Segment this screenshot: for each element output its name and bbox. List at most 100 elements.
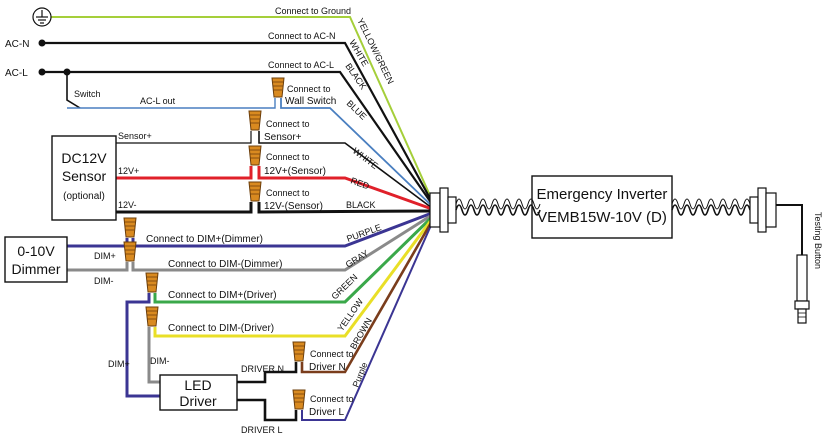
connect-sensor-line1: Connect to [266,119,310,129]
switch-label: Switch [74,89,101,99]
wire-nuts [123,77,306,410]
v12-minus-wire [116,202,253,214]
dim-plus-dimmer-wire [67,238,129,248]
inverter-title: Emergency Inverter [537,186,668,203]
connect-sensor-line2: Sensor+ [264,132,302,143]
dim-minus-driver-wire [147,327,160,384]
connect-dim-plus-driver-label: Connect to DIM+(Driver) [168,290,277,301]
ground-wire [42,16,433,201]
purple-driver-wire-label: Purple [351,361,370,389]
ac-l-junction-icon [63,68,71,76]
ac-n-terminal-icon [38,39,46,47]
black-sensor-wire [257,202,433,214]
connect-driver-l-line1: Connect to [310,394,354,404]
ac-l-wire [42,70,433,205]
wire-nut-icon [248,181,262,202]
dimmer-subtitle: Dimmer [12,261,61,277]
sensor-title: DC12V [61,150,107,166]
connect-v12m-line1: Connect to [266,188,310,198]
ac-l-out-wire [67,98,276,109]
connect-driver-n-line2: Driver N [309,362,346,373]
gray-wire [131,213,433,272]
dim-plus-dimmer-label: DIM+ [94,251,116,261]
ac-n-wire [42,41,433,203]
connect-wall-switch-line1: Connect to [287,84,331,94]
testing-button-wire [776,204,803,255]
connect-dim-minus-driver-label: Connect to DIM-(Driver) [168,323,274,334]
green-wire-label: GREEN [329,272,359,301]
switch-wire [66,72,81,109]
connect-v12p-line2: 12V+(Sensor) [264,166,326,177]
testing-button-label: Testing Button [813,212,823,269]
ac-l-terminal-icon [38,68,46,76]
flex-conduit-left-edge [455,198,541,210]
connect-v12p-line1: Connect to [266,152,310,162]
dim-plus-driver-label: DIM+ [108,359,130,369]
wire-nut-icon [145,306,159,327]
ac-l-label: AC-L [5,68,28,79]
purple-dimmer-wire-label: PURPLE [345,222,382,244]
dim-plus-driver-wire [125,293,160,398]
right-connector-icon [749,187,777,233]
dimmer-title: 0-10V [17,243,55,259]
connect-ac-l-label: Connect to AC-L [268,60,334,70]
led-driver-title: LED [184,377,211,393]
v12-plus-wire [116,166,253,180]
wire-nut-icon [292,341,306,362]
wire-nut-icon [271,77,285,98]
ac-l-out-label: AC-L out [140,96,176,106]
ground-symbol-icon [32,7,52,27]
wire-nut-icon [248,110,262,131]
connect-dim-plus-dimmer-label: Connect to DIM+(Dimmer) [146,234,263,245]
red-wire-label: RED [349,175,371,191]
black-sensor-wire-label: BLACK [346,200,376,210]
sensor-plus-wire [116,131,252,144]
dim-minus-dimmer-label: DIM- [94,276,114,286]
flex-conduit-right-edge [671,198,751,210]
emergency-inverter-box: Emergency Inverter VEMB15W-10V (D) [531,175,673,239]
sensor-box: DC12V Sensor (optional) [51,135,117,221]
driver-l-wire-label: DRIVER L [241,425,283,435]
brown-wire [300,220,434,374]
connect-driver-l-line2: Driver L [309,407,344,418]
connect-v12m-line2: 12V-(Sensor) [264,201,323,212]
wire-nut-icon [123,217,137,238]
dimmer-box: 0-10V Dimmer [4,236,68,283]
connect-ac-n-label: Connect to AC-N [268,31,336,41]
led-driver-box: LED Driver [159,374,238,411]
ac-n-label: AC-N [5,39,29,50]
sensor-optional: (optional) [63,191,105,202]
v12-plus-label: 12V+ [118,166,139,176]
wire-nut-icon [292,389,306,410]
wire-nut-icon [248,145,262,166]
connect-driver-n-line1: Connect to [310,349,354,359]
white-sensor-wire [258,131,433,209]
yellow-wire [153,218,434,338]
connect-ground-label: Connect to Ground [275,6,351,16]
wire-nut-icon [145,272,159,293]
inverter-model: VEMB15W-10V (D) [537,209,667,226]
driver-l-wire [237,398,298,422]
driver-n-wire [237,362,298,384]
connect-dim-minus-dimmer-label: Connect to DIM-(Dimmer) [168,259,282,270]
testing-button-icon [794,254,810,324]
gray-wire-label: GRAY [344,248,370,270]
blue-wire-label: BLUE [345,98,369,122]
flex-conduit-left-icon [455,204,541,216]
sensor-subtitle: Sensor [62,168,107,184]
red-wire [257,166,433,211]
driver-n-wire-label: DRIVER N [241,364,284,374]
left-connector-icon [429,187,457,233]
dim-minus-driver-label: DIM- [150,356,170,366]
purple-driver-wire [301,222,433,421]
wire-nut-icon [123,241,137,262]
blue-wire [280,98,433,207]
led-driver-subtitle: Driver [179,393,217,409]
flex-conduit-right-icon [671,204,751,216]
white-sensor-wire-label: WHITE [351,146,380,171]
v12-minus-label: 12V- [118,200,137,210]
dim-minus-dimmer-wire [67,262,129,272]
green-wire [153,215,434,304]
connect-wall-switch-line2: Wall Switch [285,96,336,107]
